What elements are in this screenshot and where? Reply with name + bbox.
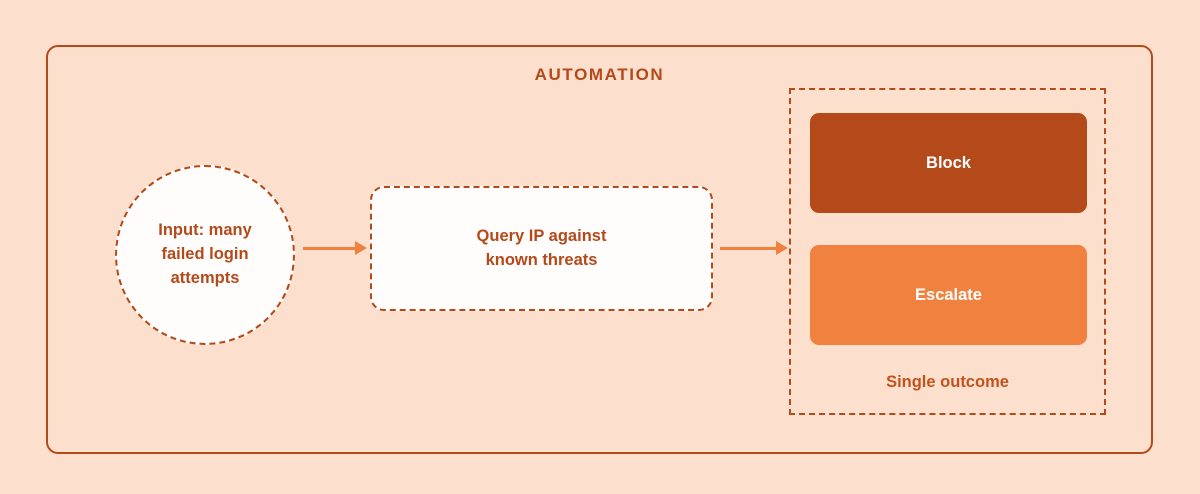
input-node-line-2: failed login (161, 245, 249, 264)
automation-title: AUTOMATION (534, 65, 665, 84)
outcome-box-escalate: Escalate (810, 245, 1087, 345)
process-node-line-2: known threats (485, 250, 598, 269)
input-node: Input: many failed login attempts (115, 165, 295, 345)
outcome-box-escalate-label: Escalate (915, 285, 982, 304)
arrow-head (776, 241, 788, 255)
arrow-shaft (303, 246, 355, 250)
arrow-input-to-process-icon (303, 241, 367, 255)
arrow-head (355, 241, 367, 255)
input-node-label: Input: many failed login attempts (144, 219, 266, 291)
process-node: Query IP against known threats (370, 186, 713, 311)
automation-container: AUTOMATION (46, 45, 1153, 454)
input-node-line-1: Input: many (158, 221, 252, 240)
process-node-label: Query IP against known threats (477, 225, 607, 273)
outcome-box-block-label: Block (926, 153, 971, 172)
outcome-group: Block Escalate Single outcome (789, 88, 1106, 415)
outcome-group-caption: Single outcome (886, 373, 1009, 391)
process-node-line-1: Query IP against (476, 226, 607, 245)
outcome-box-block: Block (810, 113, 1087, 213)
arrow-process-to-outcome-icon (720, 241, 788, 255)
input-node-line-3: attempts (170, 268, 240, 287)
arrow-shaft (720, 246, 776, 250)
